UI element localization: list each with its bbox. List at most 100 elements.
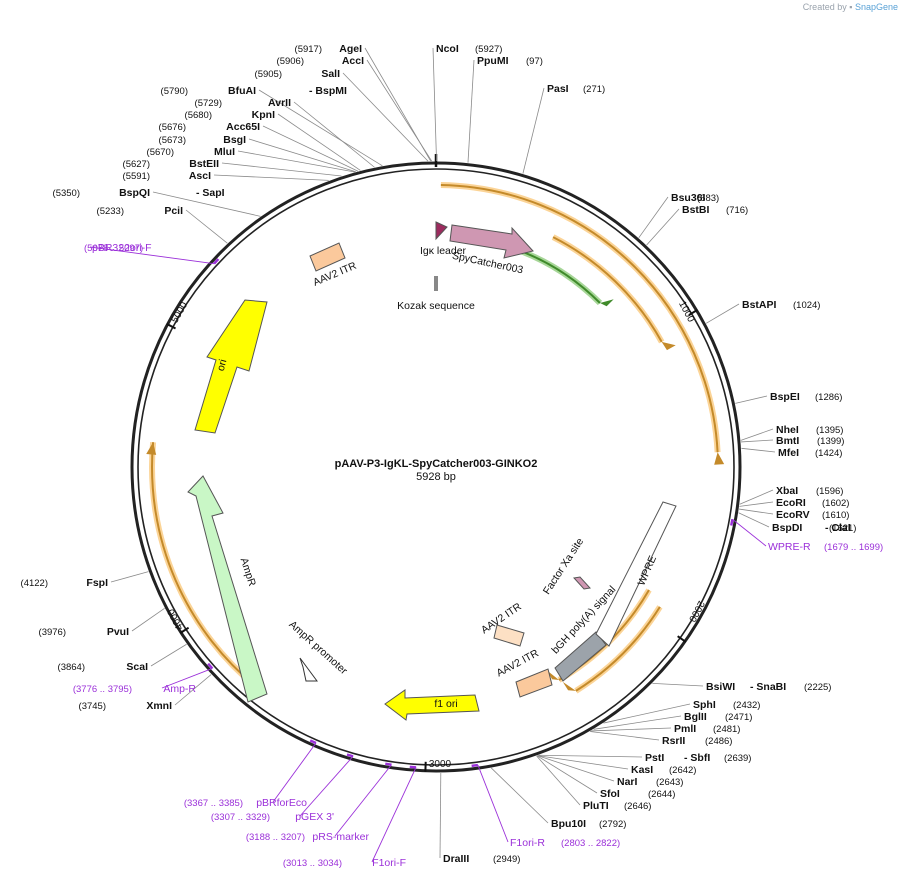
enzyme-leader-line [467,59,475,163]
enzyme-site[interactable]: BmtI(1399) [740,435,844,447]
enzyme-leader-line [537,755,629,770]
enzyme-site[interactable]: AscI(5591) [123,170,329,182]
enzyme-site[interactable]: BglII(2471) [593,711,753,730]
credit-prefix: Created by [802,2,847,12]
enzyme-site[interactable]: BstAPI(1024) [705,299,820,324]
enzyme-site[interactable]: FspI(4122) [21,571,149,589]
enzyme-site[interactable]: XmnI(3745) [79,674,212,712]
ampr-arrow [187,475,268,703]
enzyme-leader-line [248,138,356,173]
enzyme-position: (2481) [713,724,740,735]
enzyme-site[interactable]: MluI(5670) [147,146,355,173]
tick-label: 2000 [686,599,706,624]
enzyme-position: (2225) [804,682,831,693]
primer-site[interactable]: F1ori-F(3013 .. 3034) [283,765,417,869]
enzyme-site[interactable]: PluTI(2646) [536,755,652,812]
enzyme-site[interactable]: Bsu36I(683) [638,192,719,239]
feature-label-kozak: Kozak sequence [397,300,475,312]
enzyme-name: - ClaI [825,522,851,534]
enzyme-site[interactable]: DraIII(2949) [439,772,520,865]
enzyme-position: (2643) [656,777,683,788]
enzyme-site[interactable]: - SapI [196,187,225,199]
enzyme-leader-line [221,162,342,177]
enzyme-site[interactable]: PmlI(2481) [590,723,741,735]
enzyme-site[interactable]: BspDI(1621) [738,512,857,534]
enzyme-site[interactable]: KpnI(5680) [185,109,361,171]
primer-site[interactable]: F1ori-R(2803 .. 2822) [471,763,621,849]
enzyme-site[interactable]: KasI(2642) [537,755,697,776]
enzyme-site[interactable]: EcoRV(1610) [739,508,849,521]
enzyme-leader-line [603,703,691,724]
primer-site[interactable]: pBR322ori-F(5078 .. 5097) [84,242,220,265]
primer-marker [385,762,392,766]
enzyme-name: PvuI [107,626,129,638]
primer-site[interactable]: WPRE-R(1679 .. 1699) [730,518,883,553]
enzyme-name: RsrII [662,735,685,747]
primer-leader-line [161,667,213,689]
primer-site[interactable]: pRS-marker(3188 .. 3207) [246,762,392,843]
enzyme-site[interactable]: AvrII(5729) [195,97,375,168]
enzyme-name: BstEII [189,158,219,170]
enzyme-site[interactable]: SfoI(2644) [536,755,675,800]
primer-site[interactable]: Amp-R(3776 .. 3795) [73,662,214,695]
enzyme-position: (2792) [599,819,626,830]
enzyme-leader-line [739,501,774,507]
enzyme-leader-line [739,489,774,505]
enzyme-site[interactable]: - SbfI(2639) [684,752,751,764]
enzyme-leader-line [536,755,598,794]
enzyme-site[interactable]: - SnaBI(2225) [750,681,831,693]
enzyme-name: NarI [617,776,638,788]
enzyme-site[interactable]: Bpu10I(2792) [490,767,626,830]
enzyme-site[interactable]: MfeI(1424) [741,447,842,459]
enzyme-leader-line [293,101,375,168]
enzyme-site[interactable]: Acc65I(5676) [159,121,359,172]
snapgene-credit: Created by ▪ SnapGene [803,2,898,12]
enzyme-site[interactable]: AccI(5906) [277,55,433,162]
enzyme-position: (5917) [295,44,322,55]
enzyme-site[interactable]: BsgI(5673) [159,134,356,173]
primer-site[interactable]: pGEX 3'(3307 .. 3329) [211,753,354,823]
enzyme-leader-line [490,767,549,824]
enzyme-site[interactable]: NcoI(5927) [432,43,502,162]
enzyme-site[interactable]: SalI(5905) [255,68,429,162]
enzyme-site[interactable]: EcoRI(1602) [739,497,849,509]
enzyme-leader-line [638,196,669,239]
enzyme-leader-line [536,755,581,806]
enzyme-site[interactable]: - BspMI [309,85,347,97]
enzyme-position: (4122) [21,578,48,589]
enzyme-site[interactable]: NarI (2643) [537,755,684,788]
enzyme-site[interactable]: BstBI(716) [646,204,749,246]
enzyme-leader-line [366,59,433,162]
bgh-polya-box [554,631,607,682]
enzyme-position: (5591) [123,171,150,182]
enzyme-position: (3745) [79,701,106,712]
enzyme-site[interactable]: BspEI(1286) [735,391,842,404]
enzyme-site[interactable]: PstI [538,752,665,764]
enzyme-site[interactable]: NheI(1395) [740,424,844,441]
enzyme-site[interactable]: PciI(5233) [97,205,228,244]
primer-leader-line [299,756,354,817]
primer-leader-line [89,246,215,265]
tick-mark [166,322,176,330]
primer-name: F1ori-R [510,837,545,849]
primer-leader-line [732,518,767,547]
igk-leader-arrow [435,221,448,241]
enzyme-position: (2642) [669,765,696,776]
enzyme-site[interactable]: PasI(271) [522,83,605,174]
enzyme-site[interactable]: BfuAI(5790) [161,85,383,167]
enzyme-site[interactable]: PvuI(3976) [39,607,165,638]
credit-brand: SnapGene [854,2,898,12]
enzyme-site[interactable]: XbaI(1596) [739,485,844,505]
enzyme-position: (1399) [817,436,844,447]
enzyme-site[interactable]: RsrII(2486) [589,731,733,747]
enzyme-site[interactable]: BstEII(5627) [123,158,342,177]
enzyme-site[interactable]: PpuMI(97) [467,55,543,163]
primer-site[interactable]: pBRforEco(3367 .. 3385) [184,739,317,809]
enzyme-site[interactable]: - ClaI [825,522,851,534]
enzyme-site[interactable]: ScaI(3864) [58,643,187,673]
enzyme-site[interactable]: BspQI(5350) [53,187,261,217]
primer-position: (1679 .. 1699) [824,542,883,553]
enzyme-site[interactable]: SphI(2432) [603,699,761,724]
enzyme-site[interactable]: BsiWI [652,681,735,693]
enzyme-leader-line [522,87,545,174]
